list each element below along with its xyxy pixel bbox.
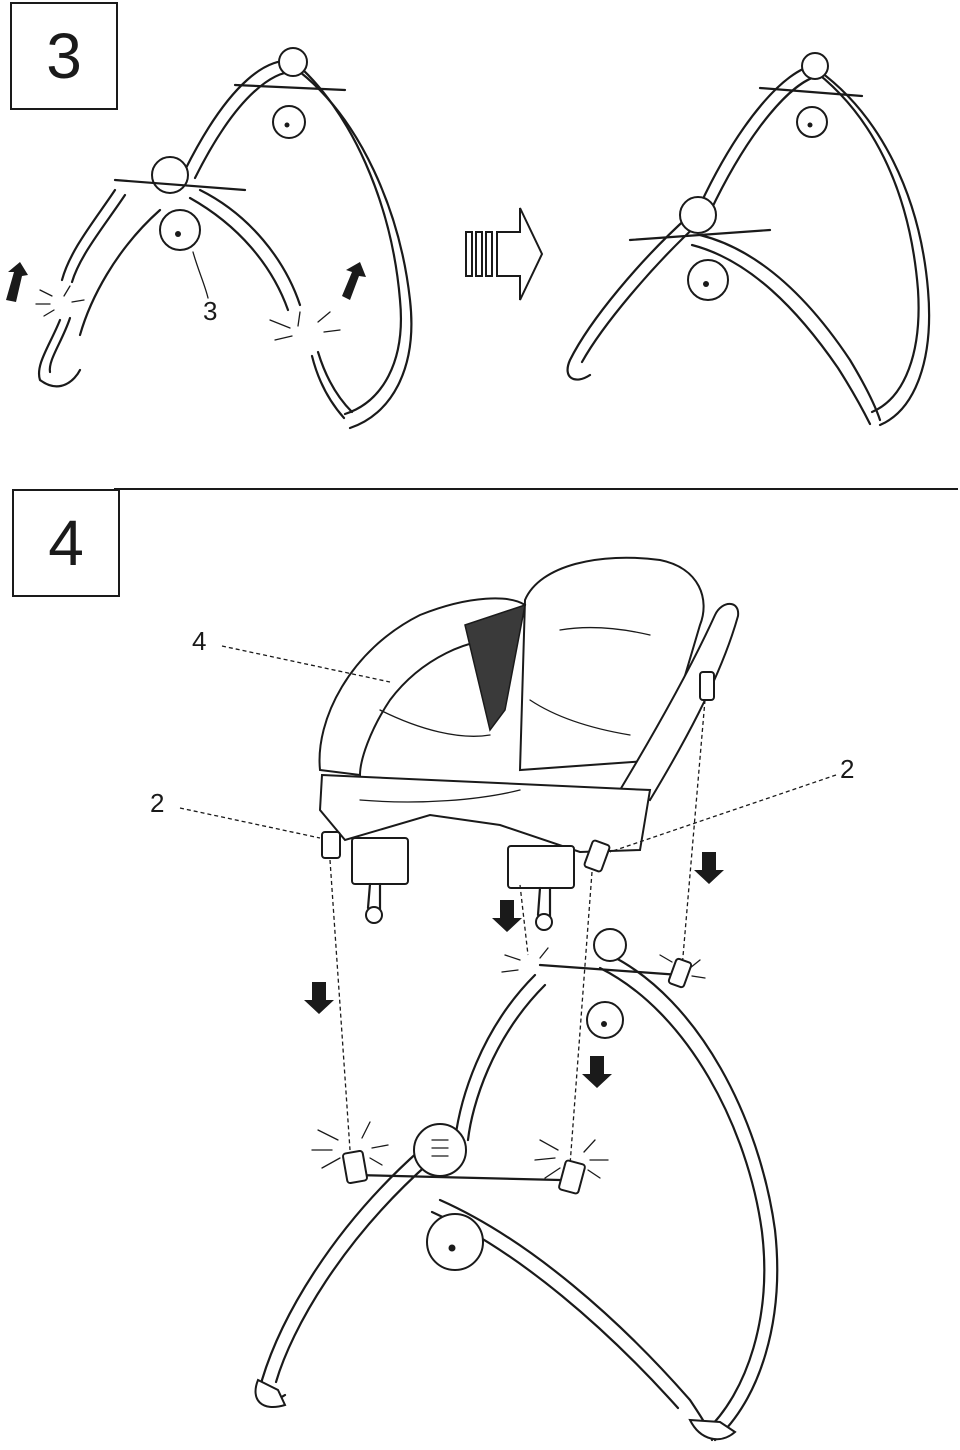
step-3-frame-after [566, 52, 931, 427]
step-4-frame [254, 928, 779, 1442]
alignment-guide-lines [329, 699, 706, 1166]
callout-2-left-leader [179, 807, 321, 839]
down-arrows [304, 852, 724, 1088]
step-3-frame-before [6, 47, 413, 430]
step-3-number: 3 [46, 20, 82, 92]
step-4-callout-2-left: 2 [150, 788, 164, 818]
step-3-number-box: 3 [10, 2, 118, 110]
snap-sparks [311, 947, 706, 1179]
step-separator-line [114, 488, 958, 490]
step-4-callout-2-right: 2 [840, 754, 854, 784]
step-4-seat [318, 556, 740, 931]
step-4-callout-4: 4 [192, 626, 206, 656]
callout-2-right-leader [609, 774, 837, 853]
step-4-number-box: 4 [12, 489, 120, 597]
step-3-callout-3: 3 [203, 296, 217, 326]
step-3-transition-arrow [465, 207, 544, 301]
step-4-number: 4 [48, 507, 84, 579]
callout-4-leader [221, 645, 391, 683]
